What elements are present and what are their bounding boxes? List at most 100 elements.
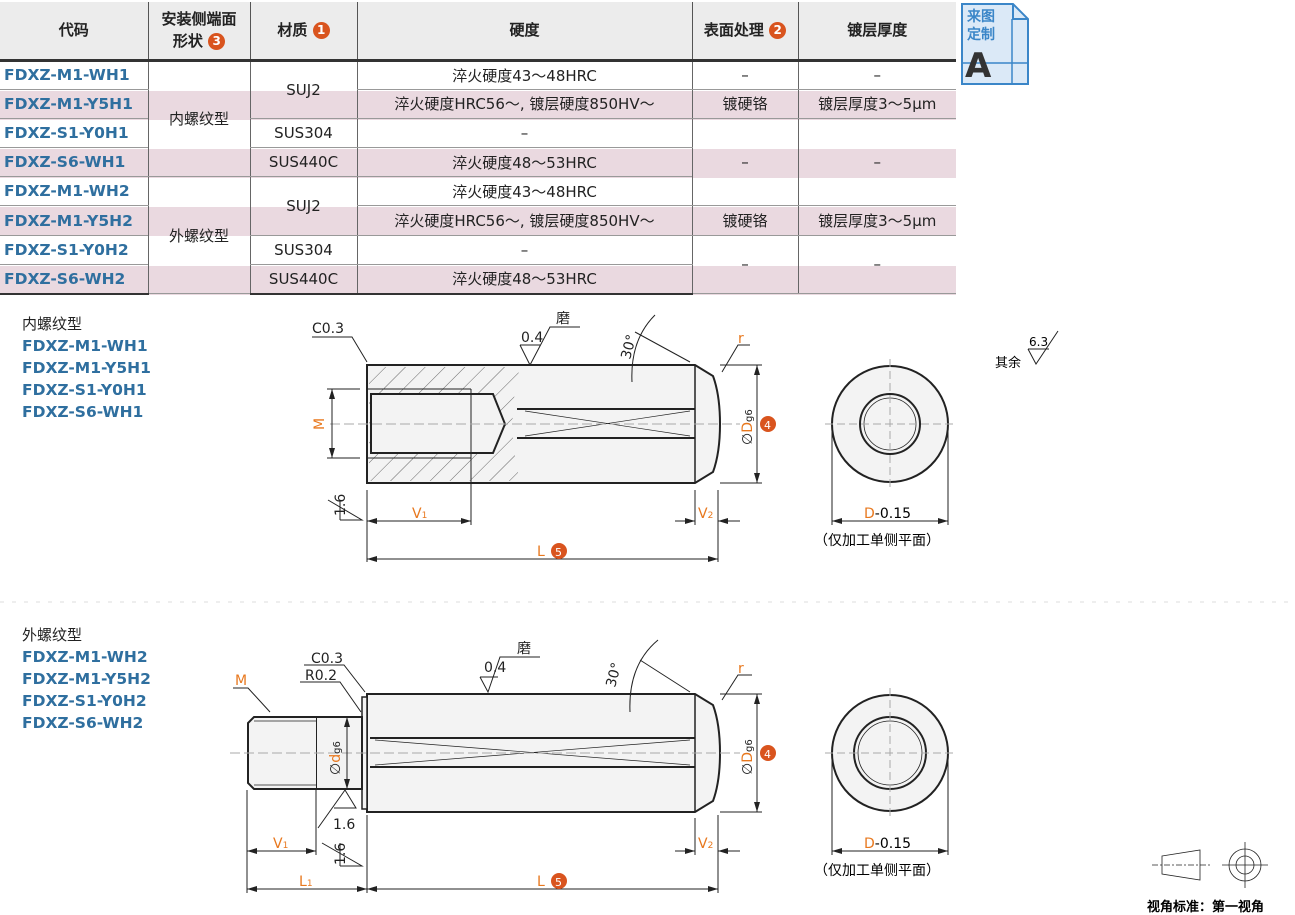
note-label: （仅加工单侧平面） [814, 863, 940, 879]
note-label: （仅加工单侧平面） [814, 533, 940, 549]
material: SUS304 [249, 118, 357, 149]
hardness: – [356, 118, 692, 149]
rest-roughness-label: 其余 [995, 355, 1021, 371]
table-row: FDXZ-S1-Y0H1 SUS304 – – – [0, 118, 956, 207]
material: SUS440C [249, 264, 357, 295]
svg-text:V1: V1 [273, 836, 288, 852]
length-label: L [537, 544, 545, 560]
thickness: – [797, 235, 956, 295]
table-row: FDXZ-S6-WH2 SUS440C 淬火硬度48～53HRC [0, 264, 956, 295]
hardness: 淬火硬度43～48HRC [356, 60, 692, 90]
material: SUS440C [249, 147, 357, 178]
surface: – [691, 118, 798, 207]
code: FDXZ-S6-WH1 [0, 147, 148, 178]
section-title: 外螺纹型 [22, 626, 83, 644]
thread-label: M [312, 418, 328, 430]
hardness: 淬火硬度43～48HRC [356, 176, 692, 207]
length-label: L [537, 874, 545, 890]
custom-drawing-badge[interactable]: 来图 定制 A [961, 3, 1029, 86]
roughness-label: 0.4 [484, 660, 506, 676]
surface: 镀硬铬 [691, 89, 798, 119]
header-hardness: 硬度 [356, 2, 692, 62]
code: FDXZ-S1-Y0H2 [22, 692, 147, 710]
hardness: 淬火硬度48～53HRC [356, 147, 692, 178]
code: FDXZ-M1-WH2 [22, 648, 148, 666]
table-row: FDXZ-M1-Y5H1 淬火硬度HRC56～, 镀层硬度850HV～ 镀硬铬 … [0, 89, 956, 119]
svg-text:来图: 来图 [966, 9, 995, 25]
material: SUJ2 [249, 176, 357, 236]
hardness: 淬火硬度HRC56～, 镀层硬度850HV～ [356, 89, 692, 119]
svg-text:定制: 定制 [967, 26, 995, 43]
svg-text:5: 5 [555, 546, 562, 559]
roughness-label: 1.6 [333, 817, 355, 833]
external-thread-side-view [230, 639, 762, 893]
svg-text:V2: V2 [698, 506, 713, 522]
roughness-label: 0.4 [521, 330, 543, 346]
spec-table: 代码 安装侧端面形状 3 材质 1 硬度 表面处理 2 镀层厚度 FDXZ-M1… [0, 2, 956, 295]
header-surface: 表面处理 2 [691, 2, 798, 62]
code: FDXZ-M1-WH2 [0, 176, 148, 207]
code: FDXZ-M1-WH1 [0, 60, 148, 90]
angle-label: 30° [603, 661, 625, 689]
svg-text:V2: V2 [698, 836, 713, 852]
internal-thread-end-view [825, 359, 955, 525]
code: FDXZ-M1-Y5H1 [22, 359, 151, 377]
thickness: 镀层厚度3～5μm [797, 205, 956, 236]
roughness-label: 1.6 [333, 843, 349, 865]
svg-text:∅dg6: ∅dg6 [328, 741, 344, 775]
shape: 内螺纹型 [147, 60, 250, 178]
first-angle-projection-icon [1152, 842, 1268, 888]
svg-text:∅Dg6: ∅Dg6 [740, 409, 756, 445]
code: FDXZ-S6-WH2 [0, 264, 148, 295]
thickness: – [797, 60, 956, 90]
code: FDXZ-M1-Y5H2 [0, 205, 148, 236]
grind-label: 磨 [556, 311, 570, 327]
rest-roughness-value: 6.3 [1029, 335, 1048, 349]
hardness: 淬火硬度48～53HRC [356, 264, 692, 295]
grind-label: 磨 [517, 641, 531, 657]
chamfer-label: C0.3 [311, 651, 343, 667]
radius-label: r [738, 331, 744, 347]
material: SUJ2 [249, 60, 357, 119]
header-material: 材质 1 [249, 2, 357, 62]
code: FDXZ-S6-WH2 [22, 714, 144, 732]
hardness: 淬火硬度HRC56～, 镀层硬度850HV～ [356, 205, 692, 236]
svg-text:V1: V1 [412, 506, 427, 522]
table-row: FDXZ-M1-WH2 外螺纹型 SUJ2 淬火硬度43～48HRC [0, 176, 956, 294]
surface: – [691, 235, 798, 295]
surface: – [691, 60, 798, 90]
material: SUS304 [249, 235, 357, 265]
internal-thread-side-view [312, 314, 762, 562]
angle-label: 30° [618, 333, 640, 361]
code: FDXZ-S6-WH1 [22, 403, 144, 421]
shape: 外螺纹型 [147, 176, 250, 294]
code: FDXZ-M1-Y5H1 [0, 89, 148, 119]
hardness: – [356, 235, 692, 265]
chamfer-label: C0.3 [312, 321, 344, 337]
thread-label: M [235, 673, 247, 689]
code: FDXZ-S1-Y0H2 [0, 235, 148, 265]
svg-text:4: 4 [764, 748, 771, 761]
thickness: 镀层厚度3～5μm [797, 89, 956, 119]
section-internal: 内螺纹型 FDXZ-M1-WH1 FDXZ-M1-Y5H1 FDXZ-S1-Y0… [22, 313, 151, 423]
roughness-label: 1.6 [333, 494, 349, 516]
svg-text:A: A [965, 46, 992, 85]
table-row: FDXZ-M1-WH1 内螺纹型 SUJ2 淬火硬度43～48HRC – – [0, 60, 956, 178]
table-row: FDXZ-M1-Y5H2 淬火硬度HRC56～, 镀层硬度850HV～ 镀硬铬 … [0, 205, 956, 236]
svg-text:∅Dg6: ∅Dg6 [740, 739, 756, 775]
external-thread-end-view [825, 688, 955, 855]
code: FDXZ-M1-Y5H2 [22, 670, 151, 688]
table-row: FDXZ-S1-Y0H2 SUS304 – – – [0, 235, 956, 295]
surface: 镀硬铬 [691, 205, 798, 236]
svg-text:D-0.15: D-0.15 [864, 506, 911, 522]
code: FDXZ-S1-Y0H1 [0, 118, 148, 149]
svg-text:5: 5 [555, 876, 562, 889]
section-title: 内螺纹型 [22, 315, 83, 333]
code: FDXZ-M1-WH1 [22, 337, 148, 355]
code: FDXZ-S1-Y0H1 [22, 381, 147, 399]
header-thickness: 镀层厚度 [797, 2, 956, 62]
svg-text:L1: L1 [299, 874, 313, 890]
header-shape: 安装侧端面形状 3 [147, 2, 250, 62]
section-external: 外螺纹型 FDXZ-M1-WH2 FDXZ-M1-Y5H2 FDXZ-S1-Y0… [22, 624, 151, 734]
